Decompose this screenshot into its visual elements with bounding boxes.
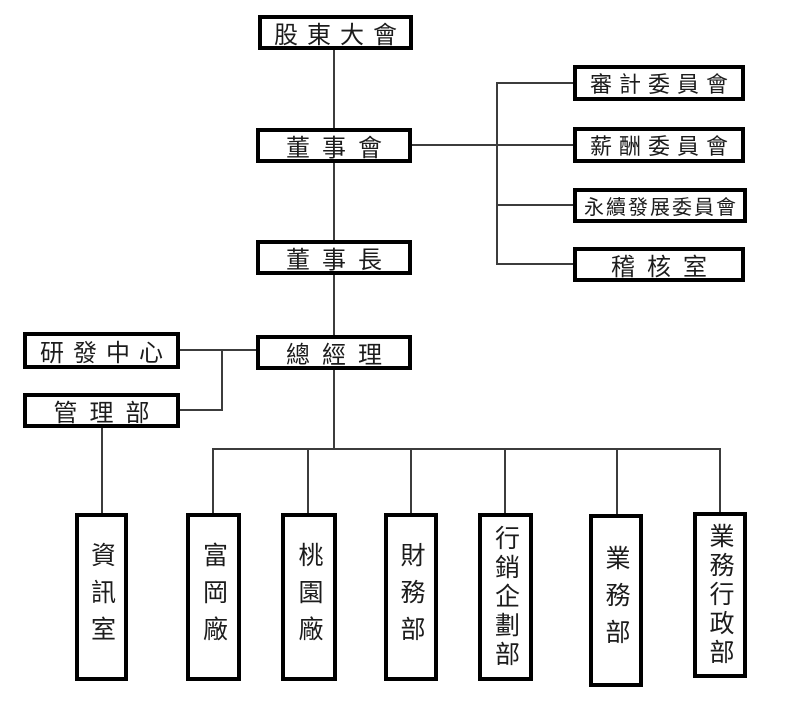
node-label: 董事會 xyxy=(286,134,394,162)
node-label: 總經理 xyxy=(286,341,394,369)
node-general-manager: 總經理 xyxy=(256,335,412,370)
node-label: 富岡廠 xyxy=(199,541,229,653)
node-compensation-committee: 薪酬委員會 xyxy=(573,127,745,163)
node-finance-dept: 財務部 xyxy=(384,513,438,681)
node-label: 管理部 xyxy=(53,399,162,427)
connector-audit-office xyxy=(496,263,573,265)
node-label: 永續發展委員會 xyxy=(584,195,738,219)
distribution-rail xyxy=(213,448,721,450)
node-management-dept: 管理部 xyxy=(23,393,180,428)
node-label: 業務部 xyxy=(602,545,631,656)
node-sales-admin-dept: 業務行政部 xyxy=(693,512,747,678)
connector-gm-distribution xyxy=(333,370,335,449)
node-shareholders-meeting: 股東大會 xyxy=(258,15,413,50)
node-label: 稽核室 xyxy=(611,253,719,281)
drop-finance xyxy=(410,448,412,513)
node-label: 董事長 xyxy=(286,246,394,274)
node-board-of-directors: 董事會 xyxy=(256,128,412,163)
connector-committee-trunk-vertical xyxy=(496,82,498,265)
node-label: 薪酬委員會 xyxy=(589,135,735,160)
node-label: 研發中心 xyxy=(40,339,172,367)
node-marketing-planning-dept: 行銷企劃部 xyxy=(478,513,533,681)
node-label: 資訊室 xyxy=(87,541,117,653)
node-label: 行銷企劃部 xyxy=(491,524,521,670)
drop-taoyuan xyxy=(307,448,309,513)
drop-marketing xyxy=(504,448,506,513)
node-label: 股東大會 xyxy=(274,21,406,49)
connector-board-chairman xyxy=(333,163,335,240)
connector-audit-committee xyxy=(496,82,573,84)
drop-sales xyxy=(616,448,618,514)
connector-management-it-office xyxy=(101,428,103,513)
node-label: 桃園廠 xyxy=(295,541,324,653)
node-chairman: 董事長 xyxy=(256,240,412,275)
node-fugang-plant: 富岡廠 xyxy=(186,513,241,681)
node-label: 審計委員會 xyxy=(589,73,735,98)
node-label: 業務行政部 xyxy=(706,522,735,668)
connector-shareholders-board xyxy=(333,50,335,128)
node-audit-office: 稽核室 xyxy=(573,247,745,282)
connector-rd-gm-horizontal xyxy=(180,349,256,351)
node-rd-center: 研發中心 xyxy=(23,332,180,369)
node-audit-committee: 審計委員會 xyxy=(573,65,745,101)
drop-sales-admin xyxy=(719,448,721,512)
connector-left-trunk-vertical xyxy=(221,349,223,411)
connector-management-horizontal xyxy=(180,409,222,411)
connector-board-trunk-horizontal xyxy=(412,144,573,146)
node-taoyuan-plant: 桃園廠 xyxy=(281,513,337,681)
drop-fugang xyxy=(212,448,214,513)
node-sales-dept: 業務部 xyxy=(589,514,643,687)
node-label: 財務部 xyxy=(397,541,426,653)
node-it-office: 資訊室 xyxy=(75,513,128,681)
connector-sustainability-committee xyxy=(496,204,573,206)
connector-chairman-gm xyxy=(333,275,335,335)
node-sustainability-committee: 永續發展委員會 xyxy=(573,188,747,223)
